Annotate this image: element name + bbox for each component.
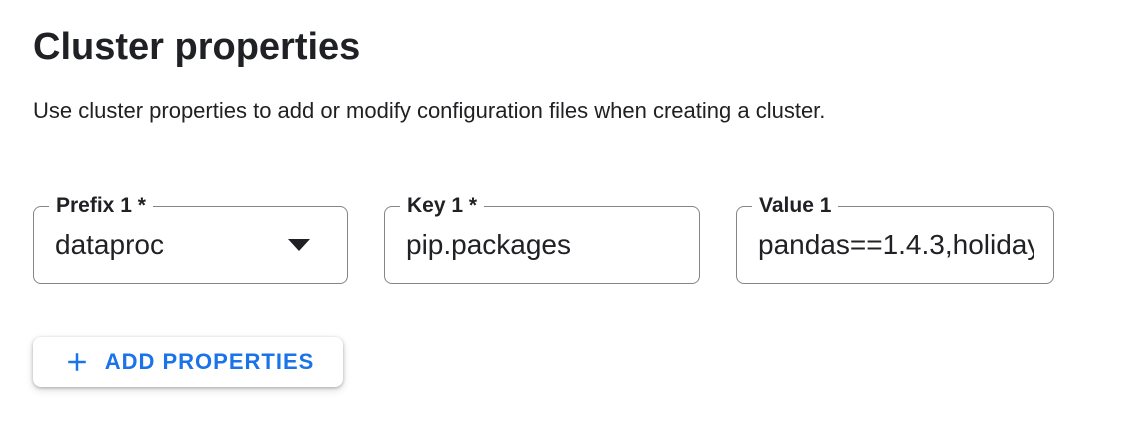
add-properties-button[interactable]: ADD PROPERTIES [33,337,343,387]
add-properties-label: ADD PROPERTIES [104,349,315,374]
key-field: Key 1 * [384,194,700,284]
prefix-select[interactable]: Prefix 1 * dataproc [33,194,348,284]
key-label: Key 1 * [400,194,485,218]
cluster-properties-section: Cluster properties Use cluster propertie… [33,26,1122,387]
prefix-label: Prefix 1 * [49,194,153,218]
key-input[interactable] [385,207,699,283]
property-row: Prefix 1 * dataproc Key 1 * Value 1 [33,194,1122,284]
plus-icon [62,347,92,377]
value-field: Value 1 [736,194,1054,284]
value-input[interactable] [737,207,1053,283]
dropdown-arrow-icon [288,239,310,251]
page-title: Cluster properties [33,26,361,68]
prefix-value: dataproc [55,229,164,260]
value-label: Value 1 [752,194,839,218]
page-description: Use cluster properties to add or modify … [33,98,826,123]
